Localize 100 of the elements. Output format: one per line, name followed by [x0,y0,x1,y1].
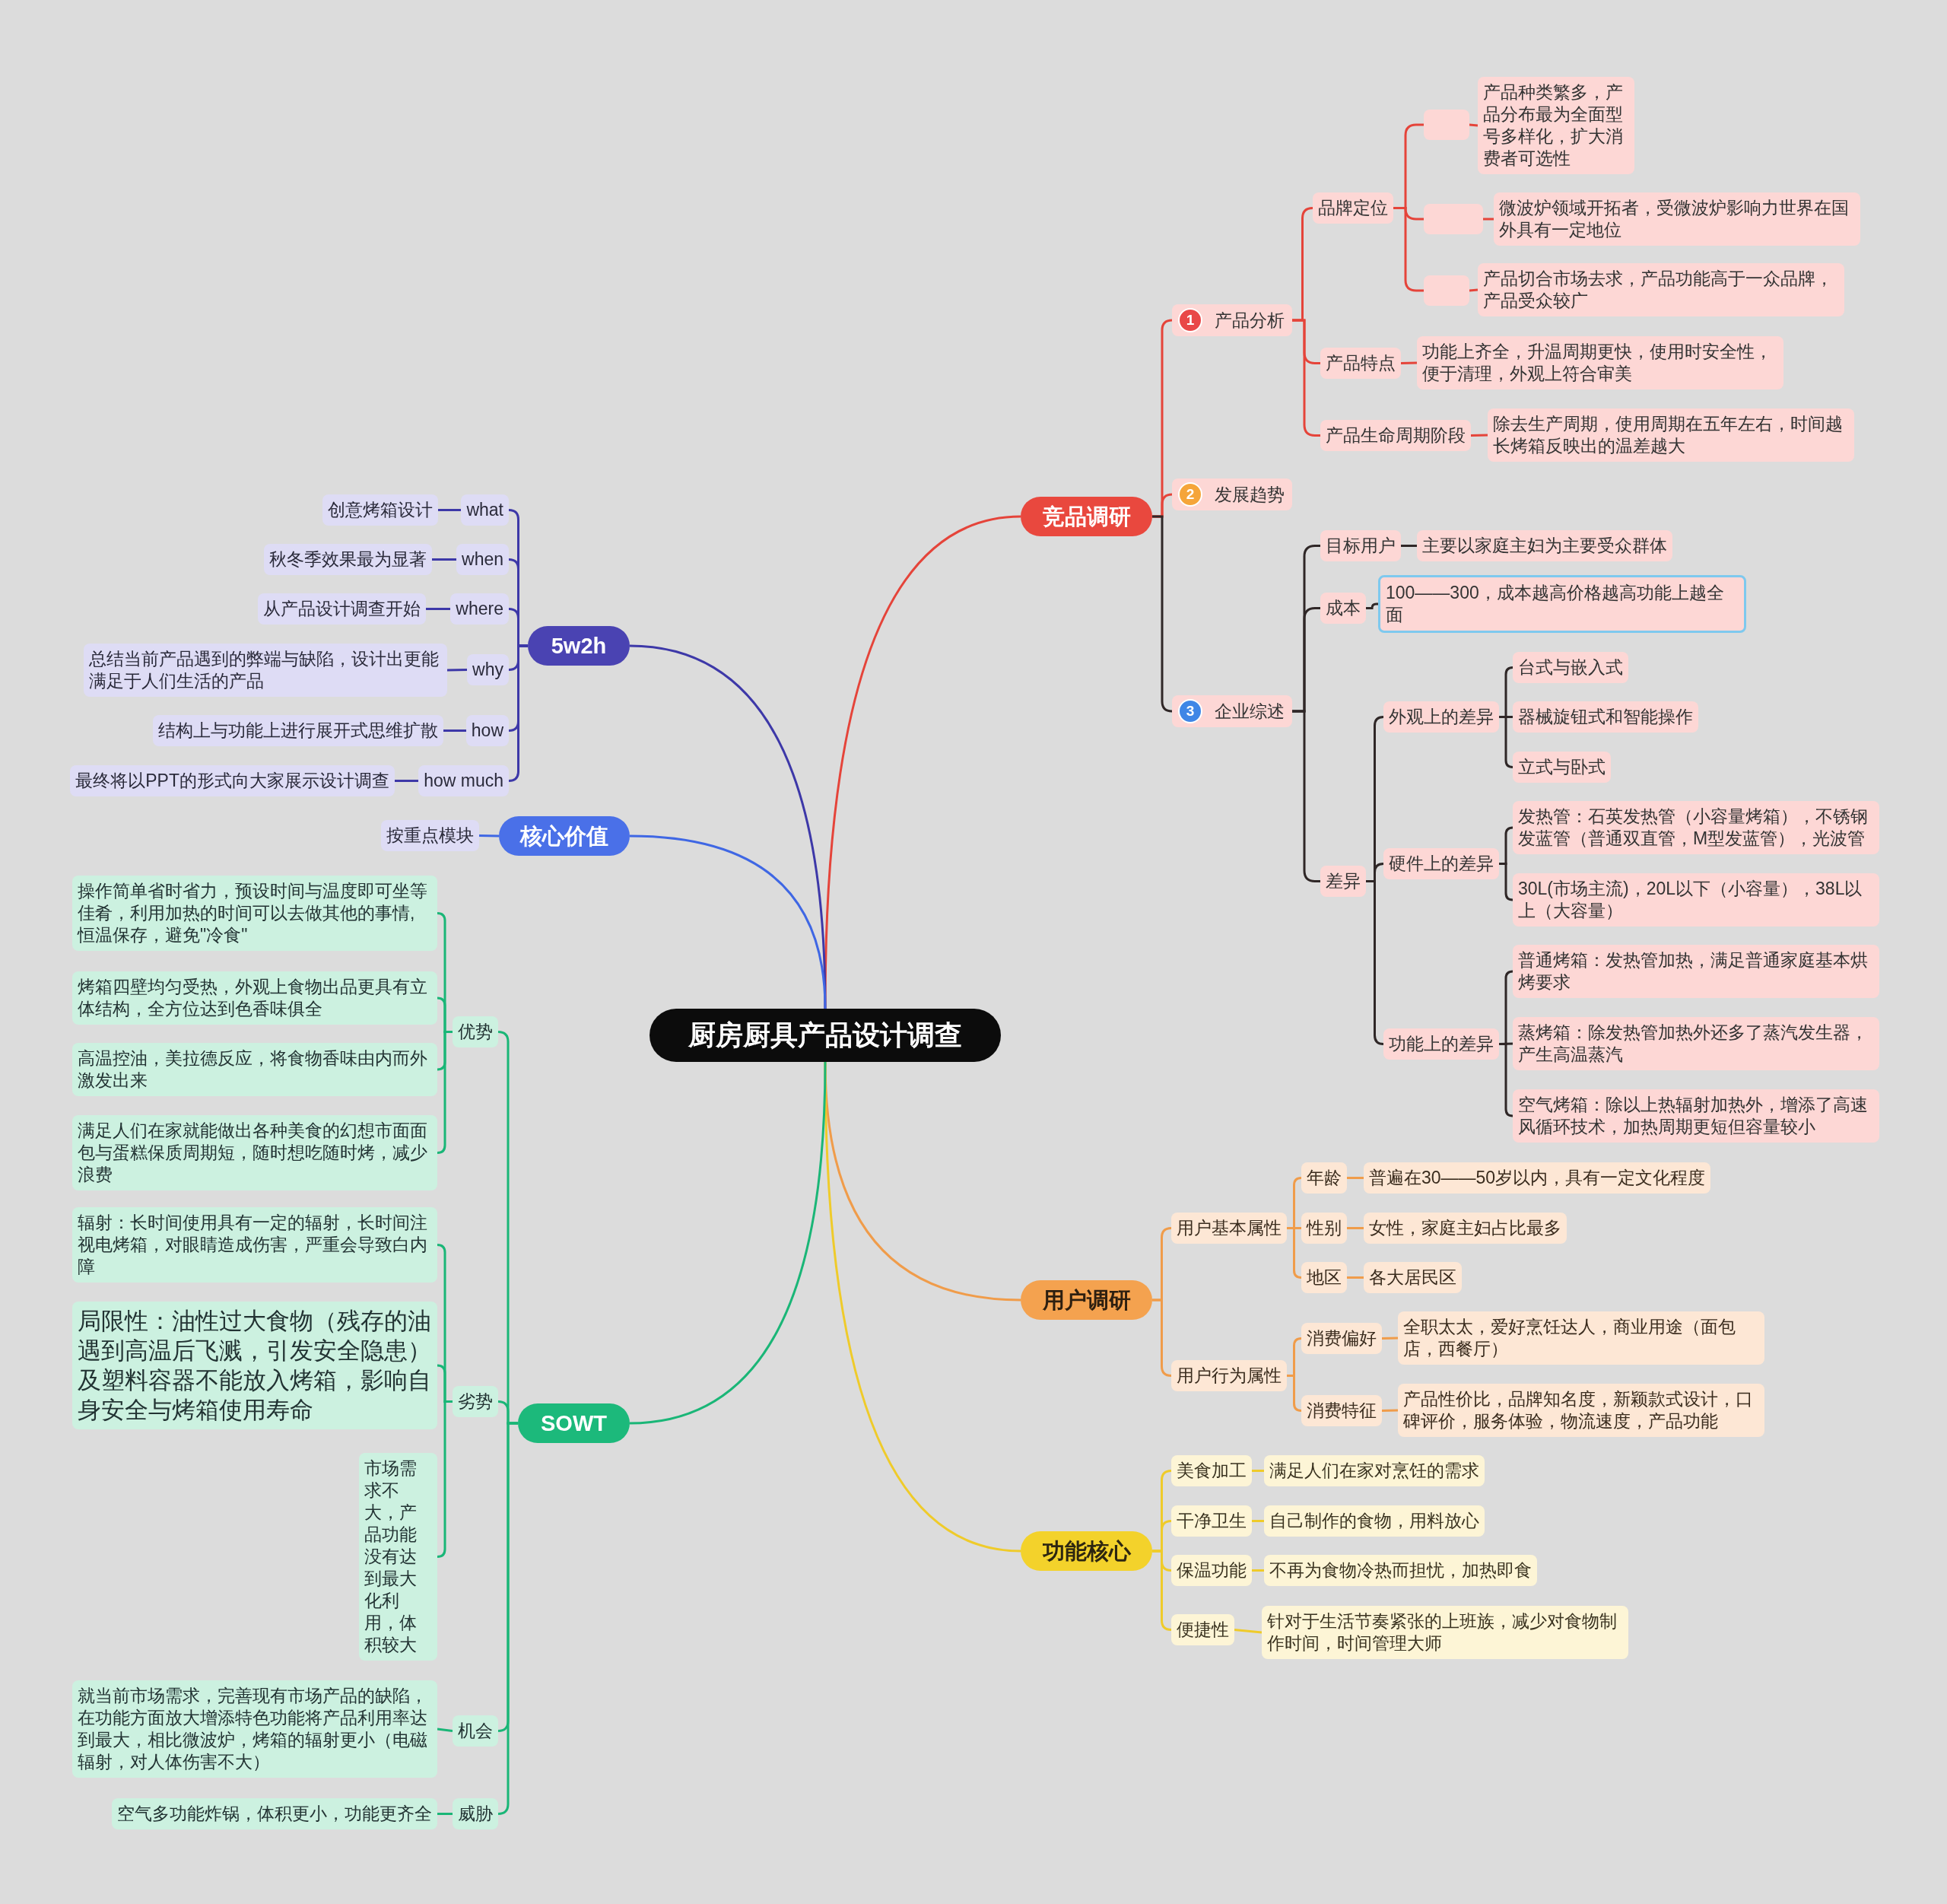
number-badge: 2 [1178,482,1202,507]
subtopic: 产品种类繁多，产品分布最为全面型号多样化，扩大消费者可选性 [1478,77,1634,174]
subtopic: 全职太太，爱好烹饪达人，商业用途（面包店，西餐厅） [1398,1311,1764,1365]
subtopic: where [450,593,509,625]
subtopic: why [467,654,509,685]
subtopic: 女性，家庭主妇占比最多 [1364,1213,1567,1244]
subtopic [1172,304,1292,336]
subtopic: 产品切合市场去求，产品功能高于一众品牌，产品受众较广 [1478,263,1844,316]
connector-line [437,1813,453,1815]
connector-line [507,644,528,782]
connector-line [1287,1375,1303,1412]
subtopic: 便捷性 [1171,1614,1234,1645]
connector-line [1234,1629,1263,1634]
subtopic: 目标用户 [1320,530,1401,561]
blank-topic [1424,275,1469,306]
connector-line [437,1728,453,1732]
subtopic: 地区 [1301,1262,1347,1293]
subtopic: 威胁 [453,1798,498,1829]
subtopic: 美食加工 [1171,1455,1252,1486]
subtopic [1172,478,1292,510]
main-topic: 功能核心 [1021,1531,1152,1571]
connector-line [497,1422,518,1815]
subtopic: 器械旋钮式和智能操作 [1513,701,1698,733]
subtopic: 消费偏好 [1301,1323,1382,1354]
connector-line [1499,863,1514,901]
subtopic: 自己制作的食物，用料放心 [1264,1505,1485,1537]
subtopic: 各大居民区 [1364,1262,1462,1293]
subtopic: 满足人们在家对烹饪的需求 [1264,1455,1485,1486]
connector-line [395,780,418,782]
subtopic: 创意烤箱设计 [322,494,438,526]
subtopic: 用户行为属性 [1171,1360,1287,1391]
subtopic: 秋冬季效果最为显著 [264,544,432,575]
subtopic: 产品性价比，品牌知名度，新颖款式设计，口碑评价，服务体验，物流速度，产品功能 [1398,1384,1764,1437]
subtopic: 功能上的差异 [1383,1028,1499,1060]
blank-topic [1424,204,1483,234]
subtopic: 性别 [1301,1213,1347,1244]
subtopic: 就当前市场需求，完善现有市场产品的缺陷，在功能方面放大增添特色功能将产品利用率达到最大，相比微波炉，烤箱的辐射更小（电磁辐射，对人体伤害不大） [72,1680,437,1778]
topic-label: 企业综述 [1215,700,1285,723]
subtopic: 消费特征 [1301,1395,1382,1426]
connector-line [1401,545,1417,547]
connector-line [1252,1520,1264,1522]
subtopic: 辐射：长时间使用具有一定的辐射，长时间注视电烤箱，对眼睛造成伤害，严重会导致白内障 [72,1207,437,1283]
subtopic: 产品生命周期阶段 [1320,420,1471,451]
subtopic: 差异 [1320,866,1366,897]
subtopic: 针对于生活节奏紧张的上班族，减少对食物制作时间，时间管理大师 [1262,1606,1628,1659]
connector-line [1393,207,1424,292]
connector-line [1469,123,1479,127]
subtopic: 保温功能 [1171,1555,1252,1586]
subtopic: 成本 [1320,593,1366,624]
subtopic: 30L(市场主流)，20L以下（小容量），38L以上（大容量） [1513,873,1879,927]
connector-line [1347,1227,1364,1229]
subtopic: 空气烤箱：除以上热辐射加热外，增添了高速风循环技术，加热周期更短但容量较小 [1513,1089,1879,1143]
main-topic: 核心价值 [499,816,630,856]
connector-line [1499,716,1514,768]
connector-line [1483,218,1494,221]
connector-line [438,509,461,511]
connector-line [1252,1569,1264,1572]
blank-topic [1424,110,1469,140]
subtopic: 外观上的差异 [1383,701,1499,733]
subtopic: 蒸烤箱：除发热管加热外还多了蒸汽发生器，产生高温蒸汽 [1513,1017,1879,1070]
subtopic: 立式与卧式 [1513,752,1611,783]
connector-line [1381,1337,1399,1340]
subtopic: 主要以家庭主妇为主要受众群体 [1417,530,1672,561]
connector-line [1381,1409,1399,1412]
subtopic [1172,695,1292,727]
connector-line [1152,1550,1173,1631]
connector-line [446,669,468,672]
connector-line [1347,1276,1364,1279]
connector-line [426,608,450,610]
subtopic: 不再为食物冷热而担忧，加热即食 [1264,1555,1537,1586]
subtopic: 除去生产周期，使用周期在五年左右，时间越长烤箱反映出的温差越大 [1488,408,1854,462]
connector-line [436,1400,453,1558]
subtopic: 机会 [453,1715,498,1747]
subtopic: 100——300，成本越高价格越高功能上越全面 [1378,575,1746,633]
connector-line [1252,1470,1264,1472]
subtopic: 品牌定位 [1313,192,1393,224]
connector-line [1292,319,1320,437]
subtopic: how much [418,765,509,796]
connector-line [1400,361,1418,364]
central-topic: 厨房厨具产品设计调查 [650,1009,1001,1062]
subtopic: 年龄 [1301,1162,1347,1194]
subtopic: 用户基本属性 [1171,1213,1287,1244]
subtopic: 产品特点 [1320,348,1401,379]
main-topic: SOWT [518,1403,630,1443]
subtopic: 结构上与功能上进行展开式思维扩散 [153,715,443,746]
subtopic: 普遍在30——50岁以内，具有一定文化程度 [1364,1162,1711,1194]
connector-line [1366,880,1385,1045]
subtopic: 劣势 [453,1386,498,1417]
subtopic: what [461,494,509,526]
main-topic: 5w2h [528,626,630,666]
connector-line [1287,1227,1303,1279]
connector-line [1292,710,1320,882]
connector-line [1499,1043,1514,1117]
subtopic: 空气多功能炸锅，体积更小，功能更齐全 [112,1798,437,1829]
connector-line [629,1061,827,1425]
connector-line [1366,602,1378,609]
connector-line [629,834,827,1009]
topic-label: 产品分析 [1215,309,1285,332]
number-badge: 1 [1178,308,1202,332]
subtopic: 硬件上的差异 [1383,848,1499,879]
